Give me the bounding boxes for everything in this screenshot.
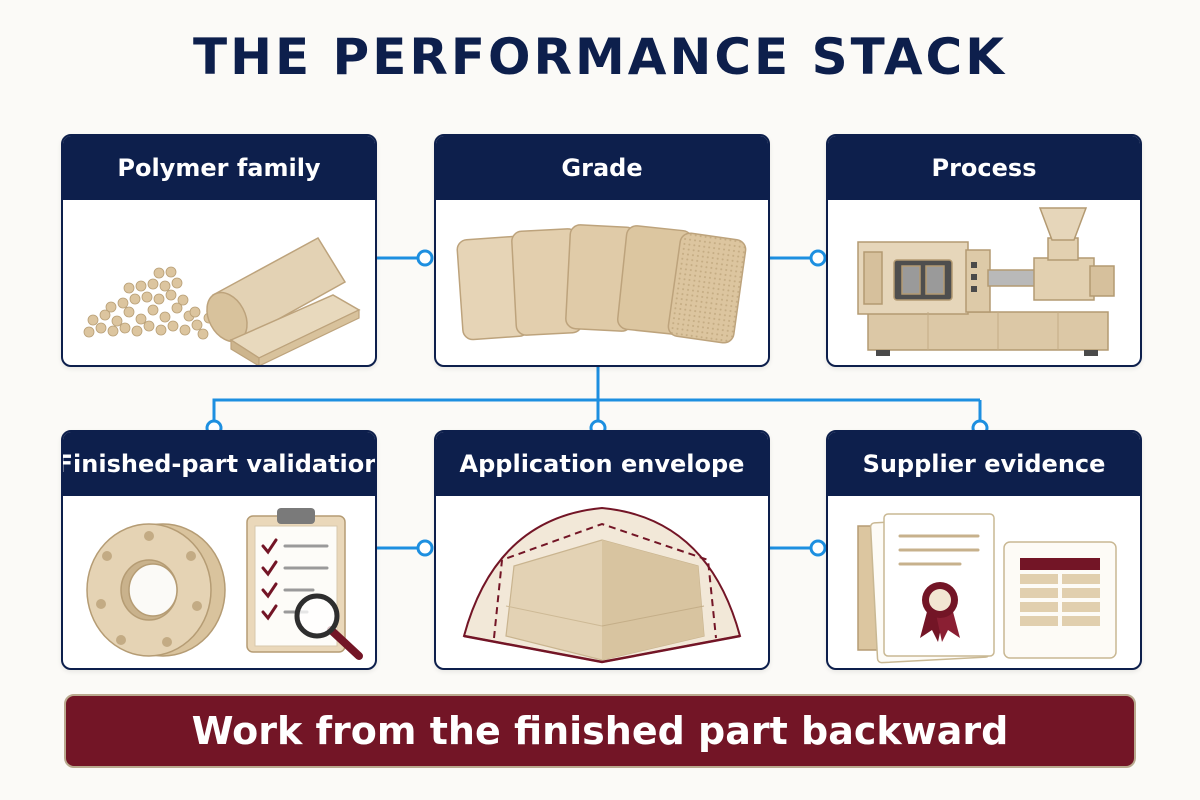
card-title: Supplier evidence	[828, 432, 1140, 496]
card-finished-part-validation: Finished-part validation	[61, 430, 377, 670]
documents-and-certificate-illustration	[857, 513, 1117, 664]
card-title: Process	[828, 136, 1140, 200]
connector-node	[416, 249, 434, 267]
pellets-and-rods-illustration	[83, 237, 361, 365]
takeaway-banner: Work from the finished part backward	[64, 694, 1136, 768]
card-application-envelope: Application envelope	[434, 430, 770, 670]
card-process: Process	[826, 134, 1142, 367]
flange-and-checklist-illustration	[86, 508, 363, 660]
connector-node	[809, 539, 827, 557]
connector-node	[809, 249, 827, 267]
envelope-dome-illustration	[462, 506, 742, 664]
connector-grade-bottom-row	[212, 363, 600, 428]
card-polymer-family: Polymer family	[61, 134, 377, 367]
card-title: Polymer family	[63, 136, 375, 200]
card-supplier-evidence: Supplier evidence	[826, 430, 1142, 670]
page-title: THE PERFORMANCE STACK	[193, 28, 1007, 86]
card-grade: Grade	[434, 134, 770, 367]
connector-node	[416, 539, 434, 557]
card-title: Application envelope	[436, 432, 768, 496]
injection-molding-machine-illustration	[857, 207, 1115, 356]
material-swatches-illustration	[456, 224, 747, 344]
card-title: Finished-part validation	[63, 432, 375, 496]
card-title: Grade	[436, 136, 768, 200]
